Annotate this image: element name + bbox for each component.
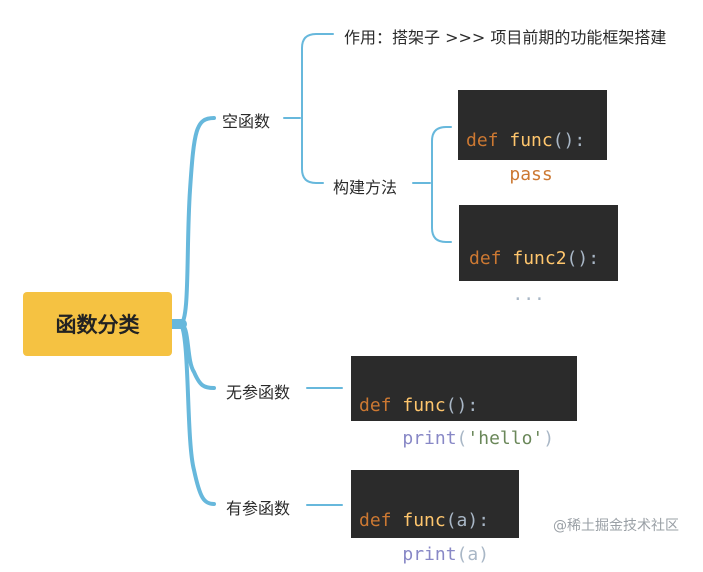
- code-block-noarg: def func(): print('hello'): [351, 356, 577, 449]
- connector-noarg-function: [178, 322, 216, 390]
- code-block-ellipsis: def func2(): ...: [459, 205, 618, 305]
- connector-build: [301, 117, 324, 184]
- code-function-name: func: [402, 395, 446, 416]
- connector-pass-block: [431, 126, 452, 184]
- code-string-arg: 'hello': [467, 428, 544, 449]
- build-method-label: 构建方法: [333, 178, 398, 197]
- purpose-note: 作用：搭架子 >>> 项目前期的功能框架搭建: [344, 28, 667, 47]
- branch-arg-function: 有参函数: [226, 499, 291, 518]
- code-call-args: (a): [456, 544, 490, 565]
- code-keyword: def: [359, 510, 392, 531]
- code-builtin-call: print: [402, 544, 457, 565]
- code-body: pass: [509, 164, 553, 185]
- code-params: ():: [566, 248, 600, 269]
- code-function-name: func2: [512, 248, 567, 269]
- code-params: ():: [445, 395, 479, 416]
- code-params: (a):: [445, 510, 490, 531]
- branch-empty-function: 空函数: [222, 112, 271, 131]
- code-params: ():: [552, 130, 586, 151]
- code-function-name: func: [509, 130, 553, 151]
- code-body: ...: [512, 284, 545, 305]
- code-block-arg: def func(a): print(a): [351, 470, 519, 565]
- code-block-pass: def func(): pass: [458, 90, 607, 185]
- code-builtin-call: print: [402, 428, 457, 449]
- connector-purpose: [301, 33, 334, 119]
- code-keyword: def: [469, 248, 502, 269]
- code-keyword: def: [466, 130, 499, 151]
- connector-empty-function: [178, 116, 216, 326]
- connector-arg-function: [178, 322, 216, 506]
- code-function-name: func: [402, 510, 446, 531]
- root-node: 函数分类: [23, 292, 172, 356]
- code-keyword: def: [359, 395, 392, 416]
- branch-noarg-function: 无参函数: [226, 383, 291, 402]
- mindmap-connectors: [167, 33, 452, 506]
- root-label: 函数分类: [55, 313, 140, 337]
- watermark: @稀土掘金技术社区: [553, 518, 679, 534]
- connector-ellipsis-block: [431, 182, 452, 243]
